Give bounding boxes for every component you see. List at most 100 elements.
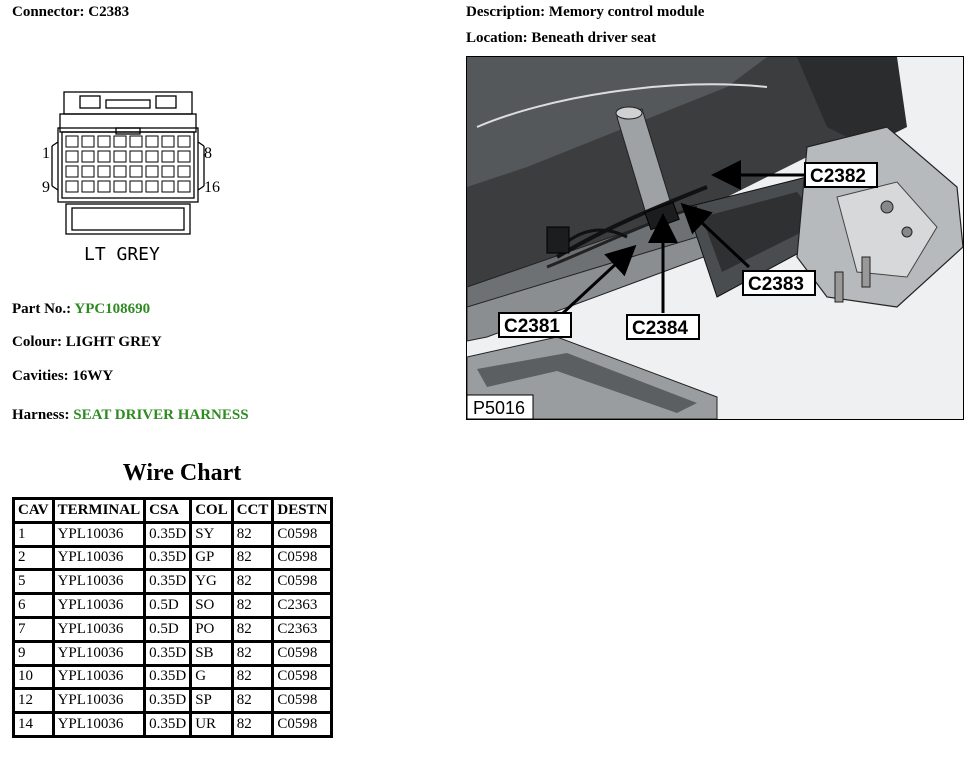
cell-destn: C0598: [271, 711, 334, 738]
cell-cav: 6: [12, 592, 55, 619]
cavities-field: Cavities: 16WY: [12, 368, 113, 385]
cell-cav: 12: [12, 687, 55, 715]
cavity-outline: [113, 135, 127, 148]
cavity-outline: [145, 150, 159, 163]
cavity-outline: [177, 135, 191, 148]
cavity-outline: [113, 150, 127, 163]
pin-8-label: 8: [204, 145, 212, 162]
cell-cct: 82: [230, 687, 275, 715]
pin-1-label: 1: [42, 145, 50, 162]
cell-terminal: YPL10036: [51, 520, 147, 548]
cell-terminal: YPL10036: [51, 568, 147, 596]
figure-reference: P5016: [473, 398, 525, 418]
cell-cav: 1: [12, 520, 55, 548]
cavity-outline: [129, 150, 143, 163]
cell-destn: C0598: [271, 520, 334, 548]
cell-cav: 9: [12, 639, 55, 667]
cell-destn: C0598: [271, 663, 334, 691]
cavity-outline: [129, 135, 143, 148]
cell-col: GP: [189, 544, 234, 572]
pin-9-label: 9: [42, 179, 50, 196]
cavity-outline: [129, 165, 143, 178]
cell-csa: 0.35D: [143, 711, 193, 738]
column-header-destn: DESTN: [271, 497, 334, 524]
cavities-label: Cavities:: [12, 368, 69, 384]
cavity-outline: [161, 165, 175, 178]
cell-cct: 82: [230, 615, 275, 643]
cavity-outline: [161, 135, 175, 148]
cell-csa: 0.35D: [143, 568, 193, 596]
cell-terminal: YPL10036: [51, 711, 147, 738]
cell-csa: 0.5D: [143, 592, 193, 619]
cell-terminal: YPL10036: [51, 615, 147, 643]
cell-csa: 0.35D: [143, 520, 193, 548]
part-no-label: Part No.:: [12, 301, 72, 317]
cell-csa: 0.35D: [143, 663, 193, 691]
cell-cct: 82: [230, 663, 275, 691]
location-label: Location:: [466, 30, 528, 46]
connector-label: Connector:: [12, 4, 85, 20]
cavity-outline: [97, 135, 111, 148]
colour-label: Colour:: [12, 334, 62, 350]
cell-cct: 82: [230, 568, 275, 596]
cell-cct: 82: [230, 592, 275, 619]
colour-value: LIGHT GREY: [65, 334, 162, 350]
cell-cav: 10: [12, 663, 55, 691]
location-illustration: C2382 C2383 C2381 C2384 P5016: [466, 56, 964, 420]
cell-csa: 0.5D: [143, 615, 193, 643]
cavity-outline: [129, 180, 143, 193]
cell-destn: C0598: [271, 544, 334, 572]
cell-cct: 82: [230, 544, 275, 572]
callout-c2383: C2383: [748, 274, 804, 295]
column-header-cct: CCT: [230, 497, 275, 524]
cell-col: SB: [189, 639, 234, 667]
cavity-outline: [65, 165, 79, 178]
callout-c2382: C2382: [810, 166, 866, 187]
cavity-outline: [97, 150, 111, 163]
cell-col: PO: [189, 615, 234, 643]
column-header-col: COL: [189, 497, 234, 524]
cell-destn: C2363: [271, 592, 334, 619]
callout-c2384: C2384: [632, 318, 688, 339]
cell-col: UR: [189, 711, 234, 738]
part-no-field: Part No.: YPC108690: [12, 301, 150, 318]
cavity-outline: [65, 135, 79, 148]
cell-terminal: YPL10036: [51, 639, 147, 667]
cell-terminal: YPL10036: [51, 592, 147, 619]
callout-c2381: C2381: [504, 316, 560, 337]
cell-csa: 0.35D: [143, 687, 193, 715]
cavities-value: 16WY: [72, 368, 114, 384]
cavity-outline: [65, 150, 79, 163]
connector-colour-caption: LT GREY: [84, 244, 160, 265]
part-no-link[interactable]: YPC108690: [74, 301, 151, 317]
cell-destn: C0598: [271, 687, 334, 715]
harness-link[interactable]: SEAT DRIVER HARNESS: [73, 407, 249, 423]
cavity-outline: [145, 180, 159, 193]
column-header-csa: CSA: [143, 497, 193, 524]
colour-field: Colour: LIGHT GREY: [12, 334, 162, 351]
cell-col: SO: [189, 592, 234, 619]
connector-value: C2383: [88, 4, 130, 20]
cavity-outline: [97, 165, 111, 178]
column-header-cav: CAV: [12, 497, 55, 524]
cell-cav: 7: [12, 615, 55, 643]
cell-cct: 82: [230, 639, 275, 667]
cavity-outline: [81, 165, 95, 178]
cell-terminal: YPL10036: [51, 663, 147, 691]
cavity-outline: [177, 180, 191, 193]
cavity-outline: [113, 165, 127, 178]
cell-destn: C2363: [271, 615, 334, 643]
cavity-outline: [145, 135, 159, 148]
description-label: Description:: [466, 4, 546, 20]
connector-face-diagram: 1 8 9 16 LT GREY: [42, 91, 220, 265]
cell-csa: 0.35D: [143, 639, 193, 667]
cell-cav: 2: [12, 544, 55, 572]
location-value: Beneath driver seat: [531, 30, 657, 46]
